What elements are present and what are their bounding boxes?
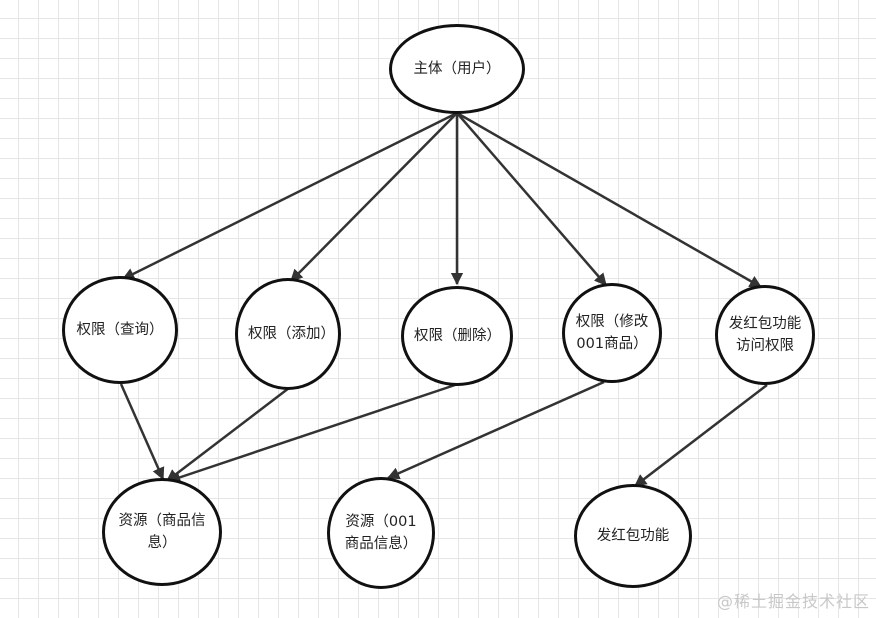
node-permission-modify-001: 权限（修改001商品） (562, 283, 662, 383)
edge-subject-to-perm_modify (456, 112, 607, 286)
node-label: 资源（001商品信息） (344, 514, 418, 552)
node-resource-goods: 资源（商品信息） (102, 478, 222, 586)
node-label: 权限（修改001商品） (575, 314, 649, 352)
node-permission-add: 权限（添加） (235, 278, 341, 390)
node-label: 权限（查询） (76, 322, 164, 338)
edge-perm_add-to-res_goods (166, 387, 290, 482)
node-label: 权限（添加） (248, 326, 335, 342)
node-permission-redpacket: 发红包功能访问权限 (715, 285, 815, 385)
edge-perm_query-to-res_goods (119, 383, 165, 481)
edge-subject-to-perm_add (290, 112, 458, 282)
node-permission-query: 权限（查询） (62, 276, 178, 384)
node-label: 权限（删除） (414, 328, 501, 344)
edge-perm_delete-to-res_goods (167, 382, 459, 484)
node-label: 发红包功能 (596, 528, 670, 544)
node-subject-user: 主体（用户） (389, 24, 525, 114)
node-label: 主体（用户） (413, 61, 501, 77)
watermark: @稀土掘金技术社区 (716, 592, 870, 611)
node-resource-goods-001: 资源（001商品信息） (327, 477, 435, 589)
node-resource-redpacket: 发红包功能 (574, 484, 692, 588)
edge-perm_modify-to-res_goods001 (386, 380, 605, 480)
node-label: 发红包功能访问权限 (728, 316, 802, 354)
node-permission-delete: 权限（删除） (401, 286, 513, 386)
edge-subject-to-perm_query (121, 111, 458, 281)
edge-perm_redpacket-to-res_redpacket (634, 384, 768, 487)
edge-subject-to-perm_redpacket (456, 111, 763, 289)
node-label: 资源（商品信息） (118, 513, 206, 551)
